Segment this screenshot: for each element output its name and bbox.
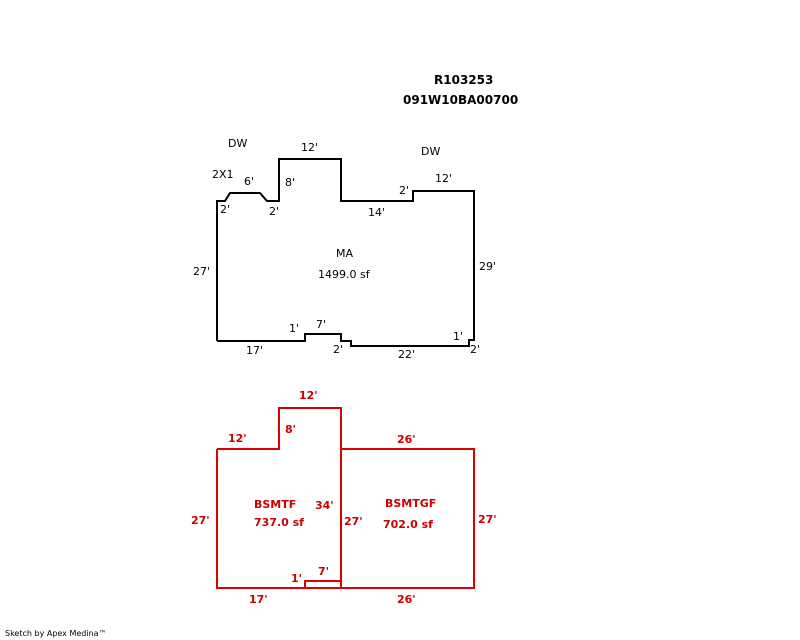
bsmtf-dim-8: 8' xyxy=(285,423,296,436)
bsmtf-dim-27-right: 27' xyxy=(344,515,363,528)
bsmtf-dim-34: 34' xyxy=(315,499,334,512)
dim-1-left: 1' xyxy=(289,322,299,335)
basement-finished-outline xyxy=(216,407,342,589)
bsmtf-dim-7: 7' xyxy=(318,565,329,578)
main-area-size: 1499.0 sf xyxy=(318,268,371,281)
basement-garage-outline xyxy=(341,448,475,589)
dw-label-left: DW xyxy=(228,137,247,150)
main-area-outline xyxy=(216,158,475,347)
bsmtf-dim-12-top: 12' xyxy=(299,389,318,402)
dim-12-right: 12' xyxy=(435,172,452,185)
dim-2-bottom-mid: 2' xyxy=(333,343,343,356)
dim-7: 7' xyxy=(316,318,326,331)
dim-2-left: 2' xyxy=(220,203,230,216)
account-number: R103253 xyxy=(434,73,493,87)
dim-8: 8' xyxy=(285,176,295,189)
map-tax-lot: 091W10BA00700 xyxy=(403,93,518,107)
dim-17: 17' xyxy=(246,344,263,357)
dim-27: 27' xyxy=(193,265,210,278)
bsmtf-dim-1: 1' xyxy=(291,572,302,585)
bsmtf-dim-12-left: 12' xyxy=(228,432,247,445)
bsmtf-dim-17: 17' xyxy=(249,593,268,606)
dim-6: 6' xyxy=(244,175,254,188)
bsmtf-dim-27-left: 27' xyxy=(191,514,210,527)
bsmtgf-name: BSMTGF xyxy=(385,497,436,510)
main-area-name: MA xyxy=(336,247,353,260)
sketch-credit: Sketch by Apex Medina™ xyxy=(5,629,107,638)
bsmtgf-dim-26-top: 26' xyxy=(397,433,416,446)
dim-2x1: 2X1 xyxy=(212,168,234,181)
bsmtf-size: 737.0 sf xyxy=(254,516,304,529)
dim-2-notch: 2' xyxy=(269,205,279,218)
dw-label-right: DW xyxy=(421,145,440,158)
dim-2-step: 2' xyxy=(399,184,409,197)
dim-1-right: 1' xyxy=(453,330,463,343)
dim-22: 22' xyxy=(398,348,415,361)
bsmtf-name: BSMTF xyxy=(254,498,296,511)
dim-12-top: 12' xyxy=(301,141,318,154)
dim-29: 29' xyxy=(479,260,496,273)
bsmtgf-dim-26-bottom: 26' xyxy=(397,593,416,606)
bsmtgf-dim-27: 27' xyxy=(478,513,497,526)
dim-14: 14' xyxy=(368,206,385,219)
bsmtgf-size: 702.0 sf xyxy=(383,518,433,531)
dim-2-bottom-right: 2' xyxy=(470,343,480,356)
